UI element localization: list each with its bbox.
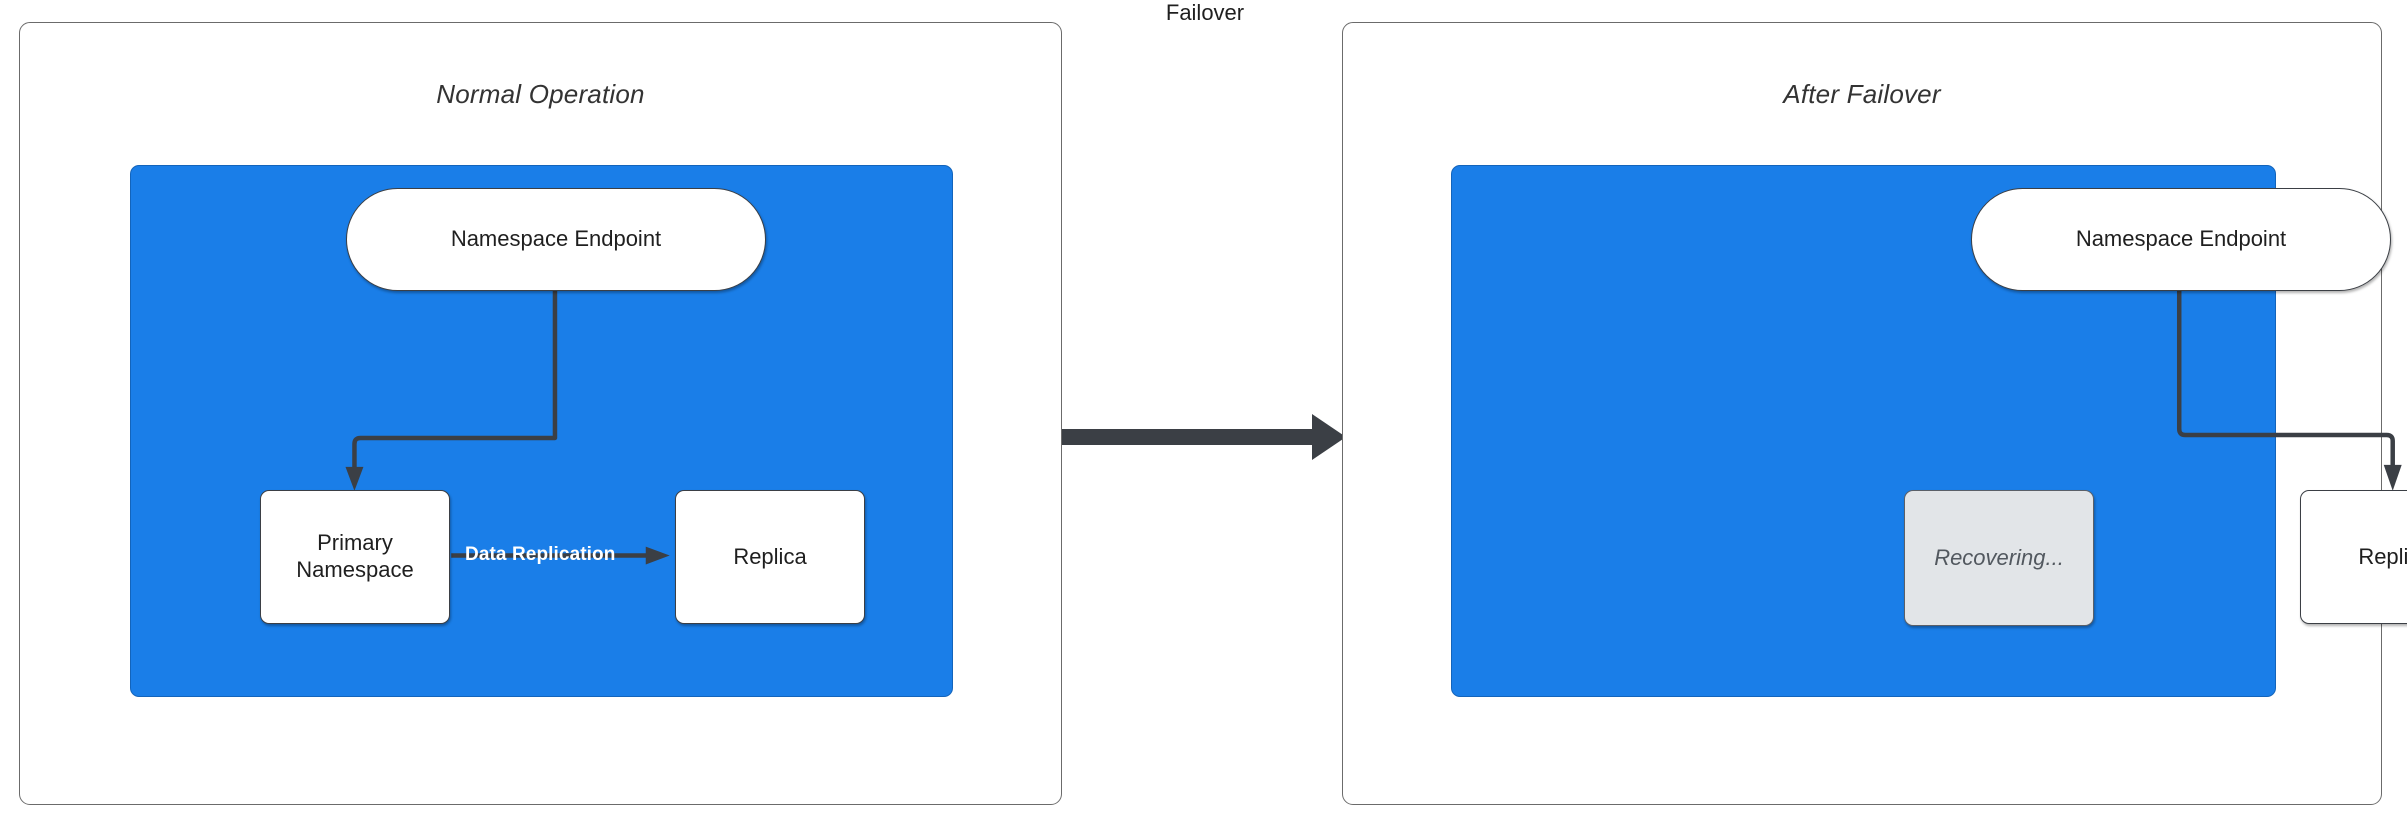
node-label: Recovering... — [1934, 544, 2064, 570]
node-replica-failover[interactable]: Replica — [2300, 490, 2407, 624]
node-replica-normal[interactable]: Replica — [675, 490, 865, 624]
node-recovering[interactable]: Recovering... — [1904, 490, 2094, 626]
panel-after-failover: After Failover Namespace Endpoint Recove… — [1342, 22, 2407, 805]
arrowhead-endpoint-to-replica — [2383, 464, 2402, 491]
panel-title-after-failover: After Failover — [1783, 79, 1941, 109]
cluster-after-failover: Namespace Endpoint Recovering... Replica — [1451, 165, 2407, 697]
arrowhead-endpoint-to-primary — [345, 466, 364, 491]
node-label: Primary Namespace — [296, 530, 413, 584]
node-namespace-endpoint-failover[interactable]: Namespace Endpoint — [1971, 188, 2391, 291]
edge-endpoint-to-primary — [352, 290, 558, 479]
edge-endpoint-to-replica — [2176, 290, 2395, 477]
cluster-normal-operation: Namespace Endpoint Primary Namespace Rep… — [130, 165, 953, 697]
panel-normal-operation: Normal Operation Namespace Endpoint Prim… — [19, 22, 1062, 805]
failover-arrow-shape — [1062, 414, 1346, 460]
panel-title-normal-operation: Normal Operation — [436, 79, 645, 109]
transition-arrow-failover — [1062, 414, 1346, 460]
node-label: Namespace Endpoint — [2075, 226, 2287, 252]
node-label-line2: Namespace — [296, 557, 414, 582]
transition-label-failover: Failover — [1165, 0, 1245, 25]
edge-label-data-replication: Data Replication — [465, 544, 616, 565]
node-label-line1: Primary — [317, 530, 393, 556]
node-label: Replica — [2358, 543, 2407, 569]
node-label: Namespace Endpoint — [450, 226, 662, 252]
node-namespace-endpoint-normal[interactable]: Namespace Endpoint — [346, 188, 766, 291]
node-label: Replica — [733, 543, 807, 569]
node-primary-namespace[interactable]: Primary Namespace — [260, 490, 450, 624]
arrowhead-primary-to-replica — [645, 546, 670, 565]
